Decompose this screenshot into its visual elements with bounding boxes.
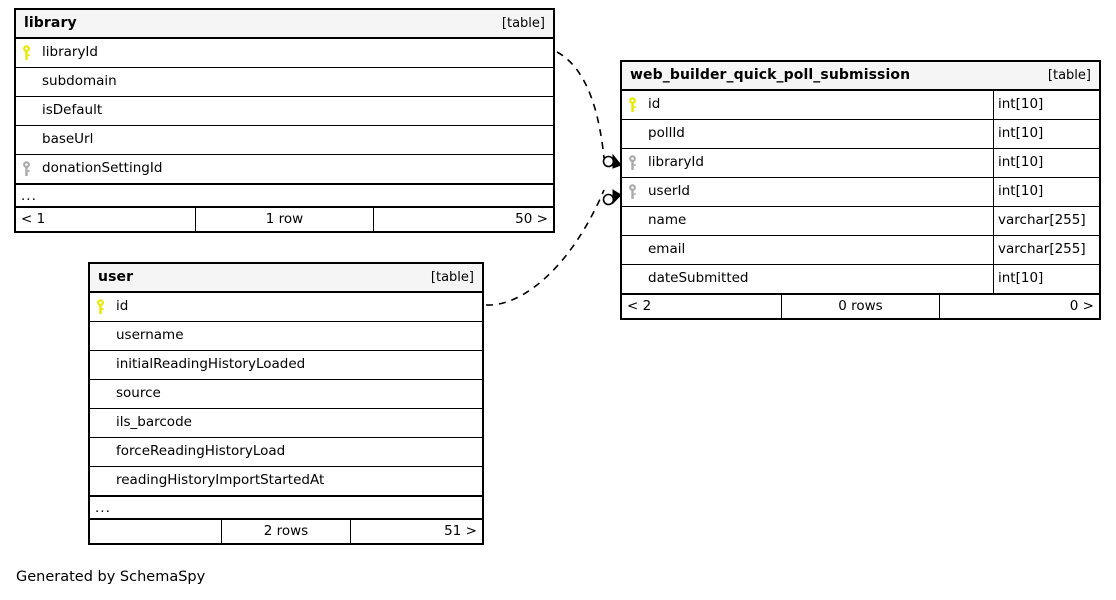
column-name: libraryId — [42, 44, 98, 61]
diagram-caption: Generated by SchemaSpy — [16, 569, 206, 585]
no-key-slot — [622, 120, 642, 148]
no-key-slot — [622, 265, 642, 293]
table-footer-poll: < 2 0 rows 0 > — [622, 294, 1099, 318]
no-key-slot — [90, 438, 110, 466]
no-key-slot — [90, 409, 110, 437]
table-row[interactable]: dateSubmitted int[10] — [622, 265, 1099, 294]
table-row[interactable]: name varchar[255] — [622, 207, 1099, 236]
cardinality-circle-library — [602, 155, 615, 168]
table-row[interactable]: email varchar[255] — [622, 236, 1099, 265]
table-row[interactable]: libraryId int[10] — [622, 149, 1099, 178]
primary-key-icon — [16, 39, 36, 67]
primary-key-icon — [622, 91, 642, 119]
column-type: int[10] — [993, 178, 1099, 206]
more-columns-indicator: ... — [90, 496, 482, 519]
no-key-slot — [90, 380, 110, 408]
column-type: int[10] — [993, 120, 1099, 148]
table-footer-user: 2 rows 51 > — [90, 519, 482, 543]
no-key-slot — [622, 236, 642, 264]
column-name: ils_barcode — [116, 414, 192, 431]
relationship-line-library-to-poll — [556, 51, 605, 159]
table-type-tag: [table] — [430, 269, 474, 285]
column-name: pollId — [648, 125, 685, 142]
table-header-library[interactable]: library [table] — [16, 10, 553, 39]
column-name: donationSettingId — [42, 160, 163, 177]
column-type: varchar[255] — [993, 236, 1099, 264]
column-type: int[10] — [993, 91, 1099, 119]
foreign-key-icon — [622, 149, 642, 177]
table-row[interactable]: forceReadingHistoryLoad — [90, 438, 482, 467]
column-name: dateSubmitted — [648, 270, 749, 287]
column-type: int[10] — [993, 149, 1099, 177]
table-header-poll[interactable]: web_builder_quick_poll_submission [table… — [622, 62, 1099, 91]
table-row[interactable]: id int[10] — [622, 91, 1099, 120]
table-title-user: user — [98, 269, 134, 285]
no-key-slot — [16, 68, 36, 96]
table-row[interactable]: id — [90, 293, 482, 322]
column-name: source — [116, 385, 161, 402]
table-row[interactable]: source — [90, 380, 482, 409]
no-key-slot — [90, 322, 110, 350]
column-type: int[10] — [993, 265, 1099, 293]
column-name: email — [648, 241, 686, 258]
prev-page-link[interactable]: < 1 — [21, 210, 46, 227]
column-name: libraryId — [648, 154, 704, 171]
no-key-slot — [16, 97, 36, 125]
er-table-web-builder-quick-poll-submission[interactable]: web_builder_quick_poll_submission [table… — [620, 60, 1101, 320]
column-name: baseUrl — [42, 131, 94, 148]
table-row[interactable]: readingHistoryImportStartedAt — [90, 467, 482, 496]
foreign-key-icon — [622, 178, 642, 206]
table-row[interactable]: ils_barcode — [90, 409, 482, 438]
next-page-link[interactable]: 51 > — [444, 522, 477, 539]
table-row[interactable]: username — [90, 322, 482, 351]
table-row[interactable]: libraryId — [16, 39, 553, 68]
column-name: forceReadingHistoryLoad — [116, 443, 286, 460]
cardinality-circle-user — [602, 193, 615, 206]
table-header-user[interactable]: user [table] — [90, 264, 482, 293]
no-key-slot — [622, 207, 642, 235]
table-row[interactable]: donationSettingId — [16, 155, 553, 184]
no-key-slot — [90, 467, 110, 495]
column-name: id — [648, 96, 661, 113]
relationship-markers — [602, 153, 622, 206]
table-type-tag: [table] — [501, 15, 545, 31]
prev-page-link[interactable] — [90, 520, 221, 543]
next-page-link[interactable]: 50 > — [515, 210, 548, 227]
table-row[interactable]: isDefault — [16, 97, 553, 126]
more-columns-indicator: ... — [16, 184, 553, 207]
column-name: id — [116, 298, 129, 315]
primary-key-icon — [90, 293, 110, 321]
er-table-library[interactable]: library [table] libraryId subdomain isDe… — [14, 8, 555, 233]
next-page-link[interactable]: 0 > — [1069, 297, 1094, 314]
table-row[interactable]: pollId int[10] — [622, 120, 1099, 149]
column-name: userId — [648, 183, 690, 200]
table-title-library: library — [24, 15, 77, 31]
table-title-poll: web_builder_quick_poll_submission — [630, 67, 911, 83]
table-type-tag: [table] — [1047, 67, 1091, 83]
no-key-slot — [16, 126, 36, 154]
row-count-label: 0 rows — [780, 295, 940, 318]
table-row[interactable]: subdomain — [16, 68, 553, 97]
table-footer-library: < 1 1 row 50 > — [16, 207, 553, 231]
row-count-label: 2 rows — [220, 520, 352, 543]
foreign-key-icon — [16, 155, 36, 183]
prev-page-link[interactable]: < 2 — [627, 297, 652, 314]
column-name: initialReadingHistoryLoaded — [116, 356, 306, 373]
column-type: varchar[255] — [993, 207, 1099, 235]
row-count-label: 1 row — [194, 208, 374, 231]
column-name: readingHistoryImportStartedAt — [116, 472, 325, 489]
no-key-slot — [90, 351, 110, 379]
column-name: username — [116, 327, 184, 344]
table-row[interactable]: baseUrl — [16, 126, 553, 155]
column-name: isDefault — [42, 102, 103, 119]
column-name: name — [648, 212, 687, 229]
column-name: subdomain — [42, 73, 117, 90]
er-table-user[interactable]: user [table] id username initialReadingH… — [88, 262, 484, 545]
table-row[interactable]: initialReadingHistoryLoaded — [90, 351, 482, 380]
table-row[interactable]: userId int[10] — [622, 178, 1099, 207]
